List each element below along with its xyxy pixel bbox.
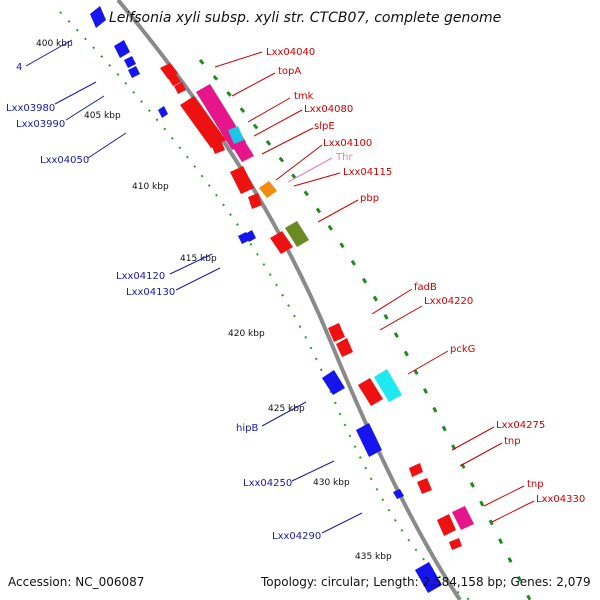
scale-label-435: 435 kbp: [355, 552, 392, 562]
gene-lxx03990: [124, 56, 136, 68]
gene-lxx04330: [452, 506, 474, 530]
accession-text: Accession: NC_006087: [8, 575, 144, 589]
reverse-leader-lines: [25, 39, 363, 534]
label-lxx04330: Lxx04330: [536, 494, 585, 505]
genome-backbone: [116, 0, 462, 600]
label-thr: Thr: [335, 152, 353, 163]
gene-pckg-a: [358, 378, 383, 406]
label-lxx04100: Lxx04100: [323, 138, 372, 149]
thr-leader-line: [287, 157, 333, 183]
scale-label-410: 410 kbp: [132, 182, 169, 192]
gene-slpe: [232, 140, 254, 162]
topology-text: Topology: circular; Length: 2,584,158 bp…: [260, 575, 591, 589]
label-lxx03980: Lxx03980: [6, 103, 55, 114]
label-lxx04220: Lxx04220: [424, 296, 473, 307]
gene-small-1: [168, 74, 181, 86]
forward-gene-labels: Lxx04040 topA tmk Lxx04080 slpE Lxx04100…: [266, 47, 585, 505]
scale-label-415: 415 kbp: [180, 254, 217, 264]
gene-lxx04290: [393, 489, 404, 499]
label-fadb: fadB: [414, 282, 437, 293]
label-tnp-2: tnp: [527, 479, 544, 490]
label-tnp-1: tnp: [504, 436, 521, 447]
gene-red-mid: [230, 166, 254, 194]
gene-blue-bottom: [415, 562, 442, 593]
gene-small-4: [449, 538, 462, 550]
label-pckg: pckG: [450, 344, 475, 355]
forward-genes: [160, 63, 474, 550]
label-lxx04250: Lxx04250: [243, 478, 292, 489]
gene-lxx04100: [259, 181, 277, 198]
gene-pckg-b: [374, 369, 402, 402]
gene-blue-top: [90, 6, 106, 28]
gene-lxx03980: [114, 40, 130, 58]
gene-hipb: [322, 370, 345, 395]
label-lxx04115: Lxx04115: [343, 167, 392, 178]
label-tmk: tmk: [294, 91, 314, 102]
label-lxx04120: Lxx04120: [116, 271, 165, 282]
scale-label-425: 425 kbp: [268, 404, 305, 414]
forward-leader-lines: [214, 51, 535, 523]
gene-blue-small: [128, 66, 140, 78]
scale-label-405: 405 kbp: [84, 111, 121, 121]
gene-lxx04275: [409, 463, 423, 477]
label-topa: topA: [278, 66, 301, 77]
scale-label-430: 430 kbp: [313, 478, 350, 488]
label-lxx03990: Lxx03990: [16, 119, 65, 130]
gene-lxx04220: [336, 338, 353, 357]
gene-lxx04250: [356, 423, 382, 457]
reverse-genes: [90, 6, 442, 593]
gene-lxx04050: [158, 106, 168, 118]
scale-label-420: 420 kbp: [228, 329, 265, 339]
gene-tnp-1: [417, 478, 432, 494]
gene-small-3: [248, 193, 262, 209]
label-lxx04040: Lxx04040: [266, 47, 315, 58]
gene-tmk: [228, 126, 244, 144]
label-pbp: pbp: [360, 193, 379, 204]
label-lxx04080: Lxx04080: [304, 104, 353, 115]
scale-labels: 400 kbp 405 kbp 410 kbp 415 kbp 420 kbp …: [36, 39, 392, 562]
gene-lxx04060: [180, 96, 226, 148]
label-4: 4: [16, 62, 22, 73]
map-title: Leifsonia xyli subsp. xyli str. CTCB07, …: [109, 10, 501, 26]
reverse-gene-labels: 4 Lxx03980 Lxx03990 Lxx04050 Lxx04120 Lx…: [6, 62, 321, 542]
label-lxx04050: Lxx04050: [40, 155, 89, 166]
gene-pbp-b: [285, 221, 309, 247]
label-lxx04275: Lxx04275: [496, 420, 545, 431]
gene-lxx04080: [210, 138, 225, 154]
gene-small-2: [174, 82, 186, 94]
label-hipb: hipB: [236, 423, 258, 434]
gene-pbp-a: [270, 231, 293, 254]
gene-lxx04130: [245, 230, 256, 242]
scale-label-400: 400 kbp: [36, 39, 73, 49]
gene-fadb: [328, 323, 345, 342]
label-lxx04290: Lxx04290: [272, 531, 321, 542]
gene-tnp-2: [437, 514, 456, 536]
label-slpe: slpE: [314, 121, 335, 132]
label-lxx04130: Lxx04130: [126, 287, 175, 298]
gene-lxx04040: [160, 63, 178, 79]
